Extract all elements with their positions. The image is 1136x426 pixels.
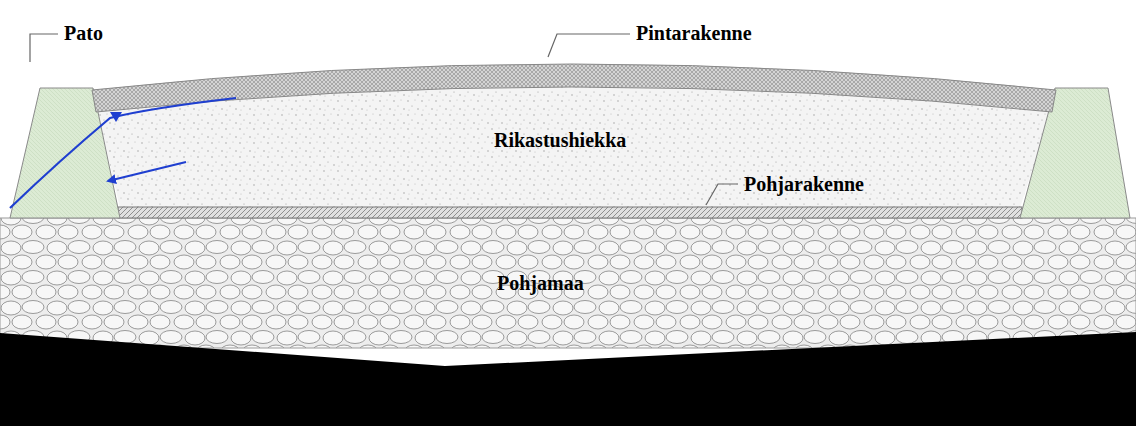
tailings-label: Rikastushiekka: [494, 129, 626, 151]
cover-label: Pintarakenne: [636, 22, 752, 44]
ground-label: Pohjamaa: [497, 272, 584, 294]
base-label: Pohjarakenne: [744, 173, 864, 195]
dam-label: Pato: [64, 22, 103, 44]
